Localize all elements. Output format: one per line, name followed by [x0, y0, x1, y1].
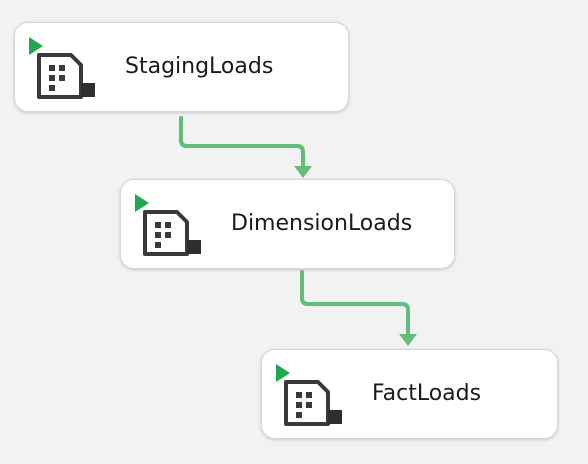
precedence-constraint-dimension-to-fact[interactable]: [300, 270, 417, 346]
task-dimension-loads[interactable]: DimensionLoads: [120, 179, 455, 269]
arrowhead-icon: [294, 166, 312, 178]
task-label: DimensionLoads: [231, 211, 413, 236]
sequence-container-icon: [29, 37, 95, 99]
sequence-container-icon: [276, 364, 342, 426]
sequence-container-icon: [135, 194, 201, 256]
arrowhead-icon: [399, 334, 417, 346]
task-label: StagingLoads: [125, 54, 274, 79]
run-indicator-icon: [135, 194, 149, 212]
task-fact-loads[interactable]: FactLoads: [261, 349, 558, 439]
task-label: FactLoads: [372, 381, 482, 406]
run-indicator-icon: [29, 37, 43, 55]
task-staging-loads[interactable]: StagingLoads: [14, 22, 349, 112]
precedence-constraint-staging-to-dimension[interactable]: [179, 116, 312, 178]
run-indicator-icon: [276, 364, 290, 382]
